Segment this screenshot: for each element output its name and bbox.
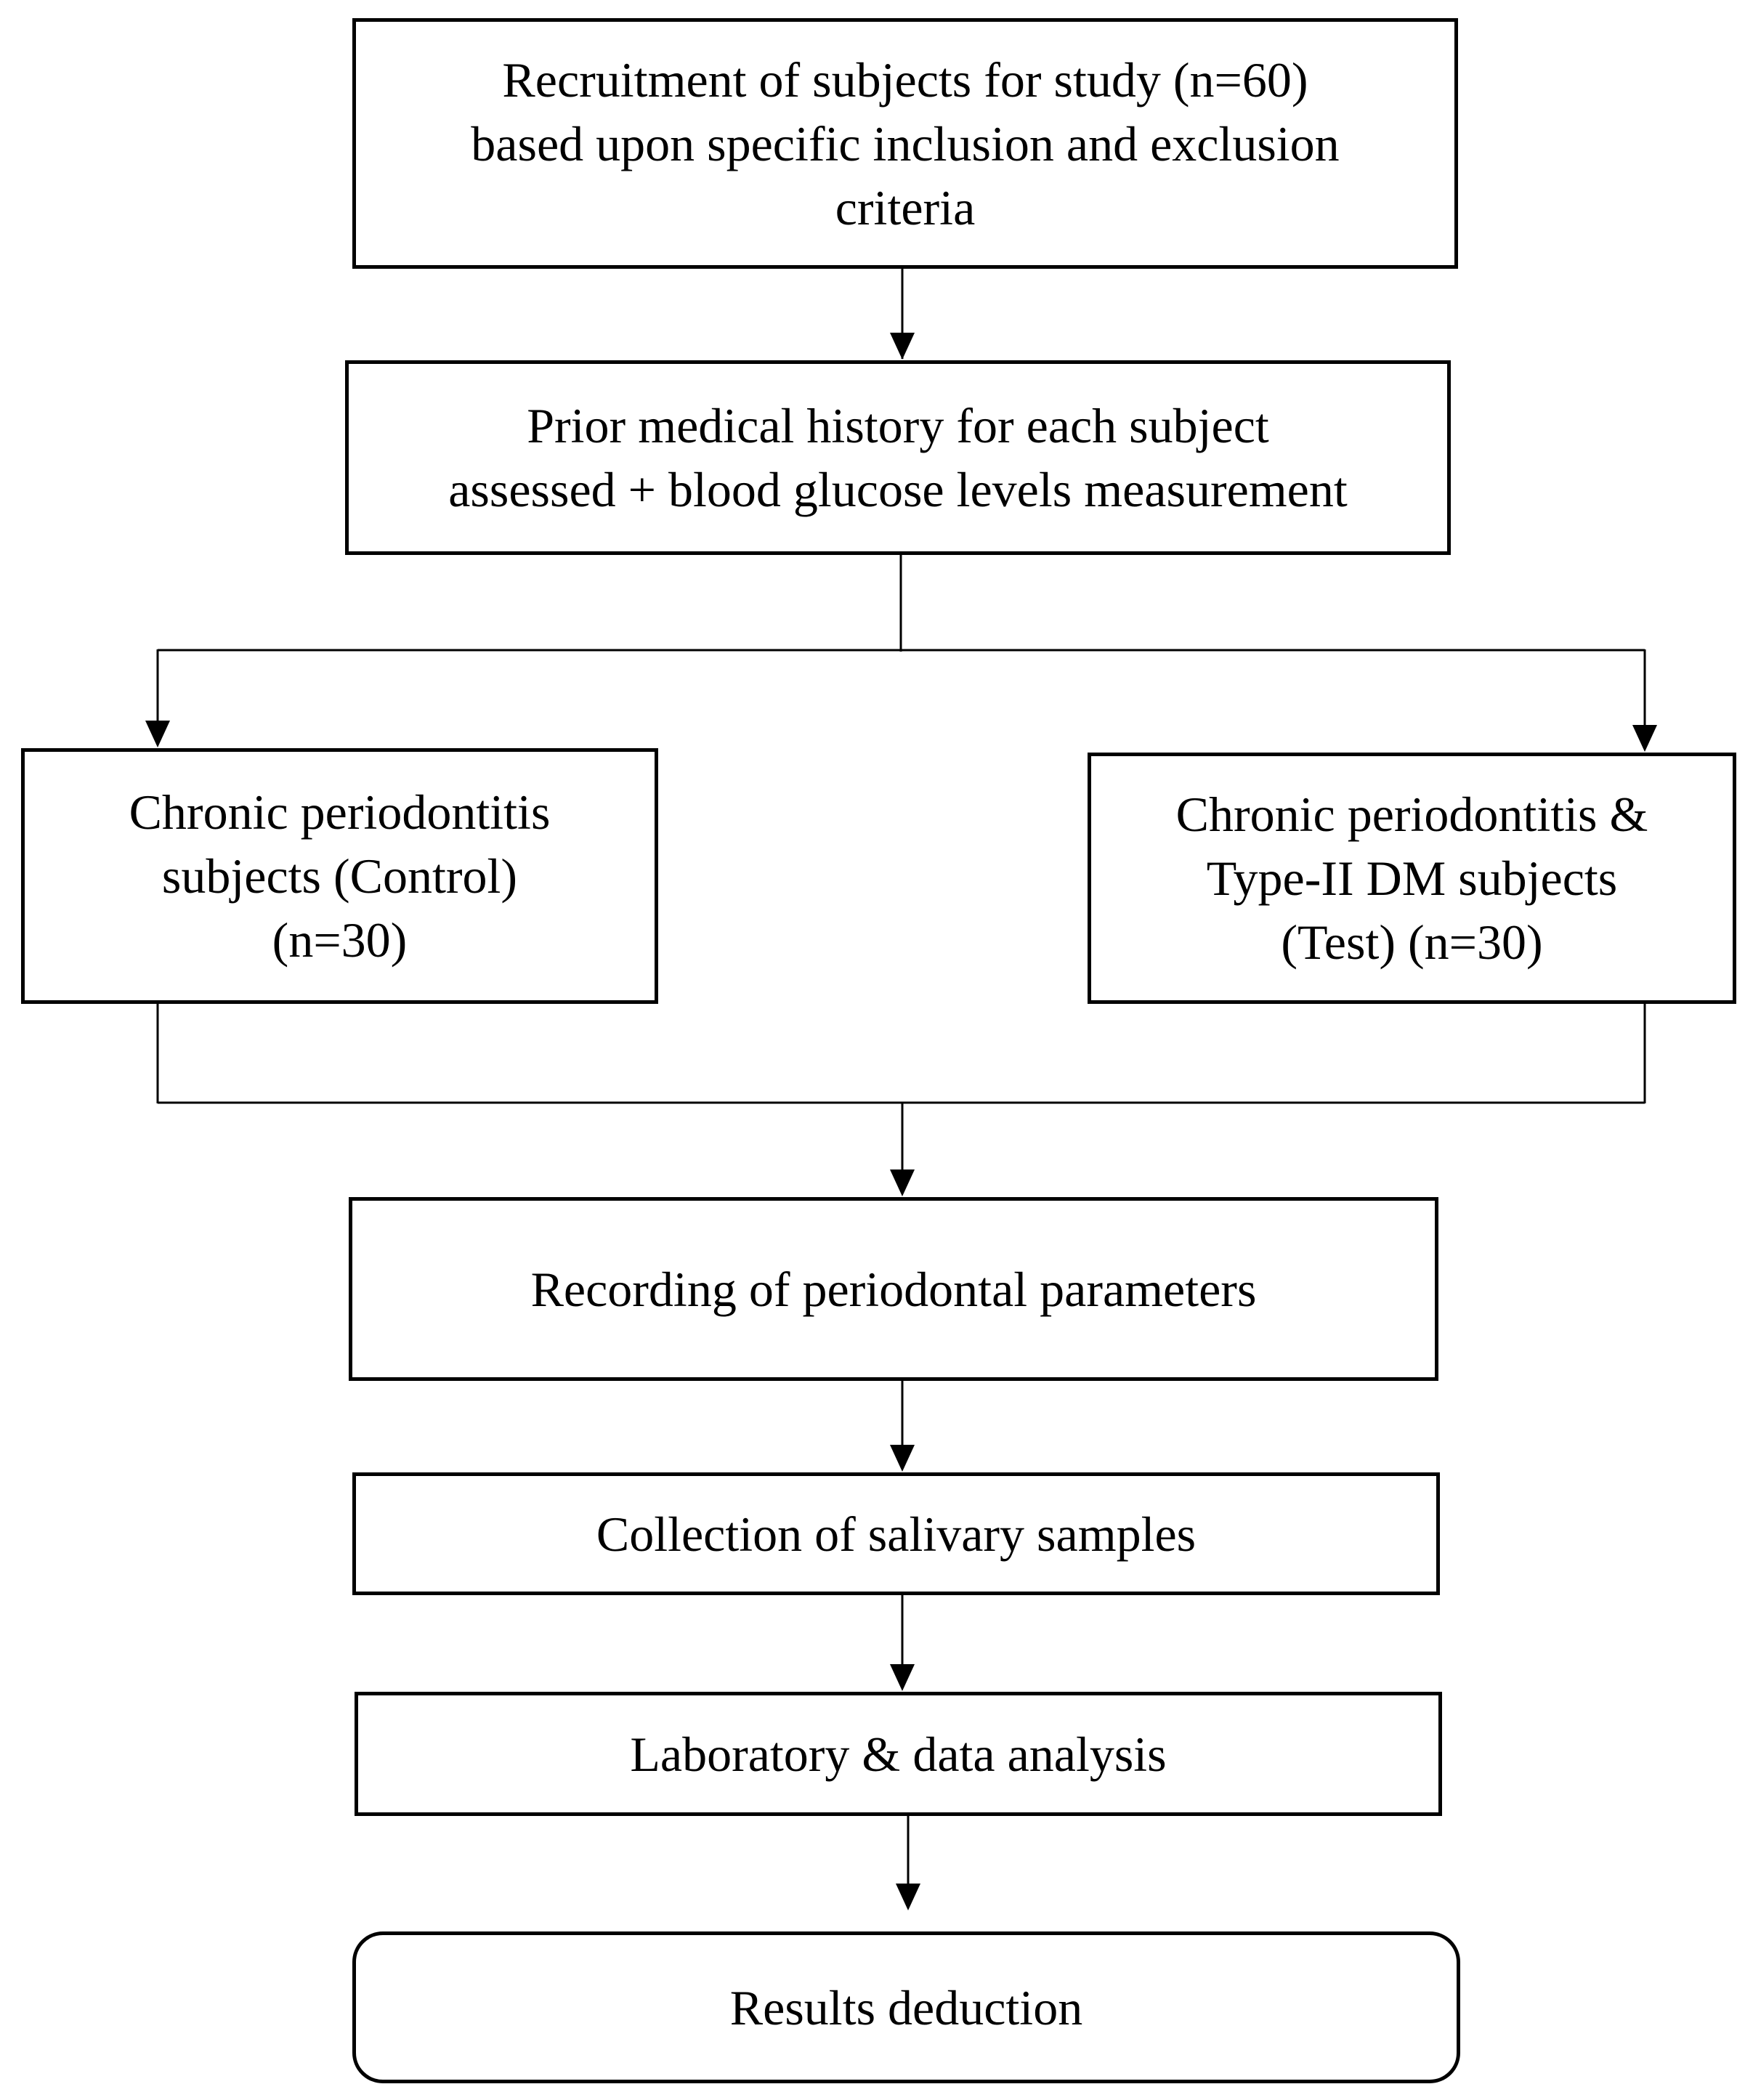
test-group-text: Chronic periodontitis & Type-II DM subje… (1175, 787, 1648, 970)
lab-analysis-text: Laboratory & data analysis (630, 1726, 1167, 1782)
salivary-samples-box: Collection of salivary samples (352, 1472, 1440, 1595)
recruitment-box: Recruitment of subjects for study (n=60)… (352, 18, 1458, 269)
arrowhead-results (896, 1884, 920, 1910)
results-box: Results deduction (352, 1931, 1460, 2083)
lab-analysis-box: Laboratory & data analysis (355, 1692, 1442, 1816)
arrowhead-salivary (890, 1445, 915, 1472)
medical-history-text: Prior medical history for each subject a… (448, 398, 1348, 517)
arrowhead-test (1632, 725, 1657, 752)
control-group-text: Chronic periodontitis subjects (Control)… (129, 785, 551, 968)
test-group-box: Chronic periodontitis & Type-II DM subje… (1088, 753, 1736, 1004)
arrowhead-parameters (890, 1169, 915, 1196)
salivary-samples-text: Collection of salivary samples (596, 1506, 1197, 1562)
periodontal-parameters-box: Recording of periodontal parameters (349, 1197, 1438, 1381)
medical-history-box: Prior medical history for each subject a… (345, 360, 1451, 555)
arrowhead-control (145, 721, 170, 747)
results-text: Results deduction (729, 1979, 1083, 2035)
recruitment-text: Recruitment of subjects for study (n=60)… (471, 52, 1340, 235)
arrowhead-history (890, 333, 915, 360)
arrowhead-lab (890, 1664, 915, 1691)
periodontal-parameters-text: Recording of periodontal parameters (530, 1261, 1257, 1317)
control-group-box: Chronic periodontitis subjects (Control)… (21, 748, 658, 1004)
